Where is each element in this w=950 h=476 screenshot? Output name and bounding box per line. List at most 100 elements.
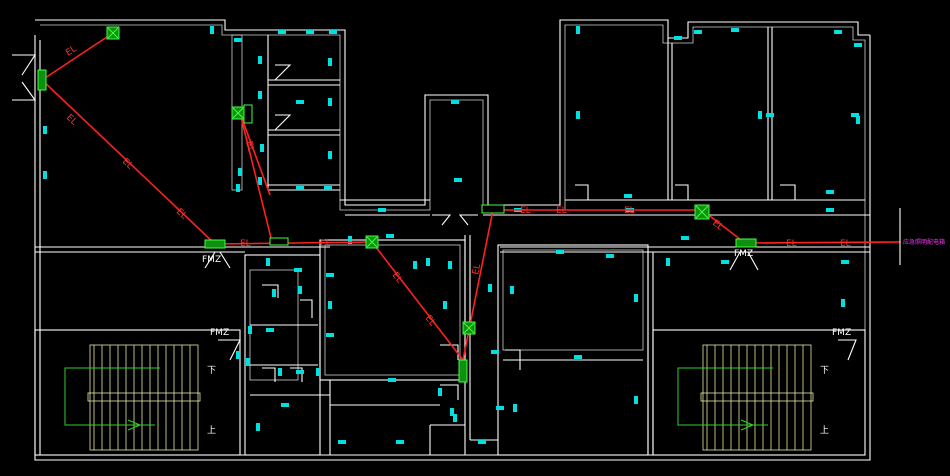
fluorescent-fixture-icon (258, 91, 262, 99)
fluorescent-fixture-icon (488, 284, 492, 292)
fluorescent-fixture-icon (43, 126, 47, 134)
fluorescent-fixture-icon (624, 194, 632, 198)
stair-down-label-right: 下 (820, 366, 829, 376)
circuit-tag: EL (786, 239, 797, 249)
fluorescent-fixture-icon (246, 358, 250, 366)
fluorescent-fixture-icon (634, 294, 638, 302)
exterior-walls (34, 19, 871, 461)
fluorescent-fixture-icon (451, 100, 459, 104)
fluorescent-fixture-icon (450, 408, 454, 416)
circuit-tag: EL (240, 239, 251, 249)
fluorescent-fixture-icon (296, 186, 304, 190)
emergency-exit-sign-icon (269, 237, 289, 246)
fluorescent-fixture-icon (328, 98, 332, 106)
stair-up-label-left: 上 (207, 425, 216, 436)
fluorescent-fixture-icon (378, 208, 386, 212)
fluorescent-fixture-icon (328, 301, 332, 309)
fluorescent-fixture-icon (634, 396, 638, 404)
fluorescent-fixture-icon (278, 368, 282, 376)
fluorescent-fixture-icon (443, 301, 447, 309)
fluorescent-fixture-icon (666, 258, 670, 266)
emergency-exit-sign-icon (481, 204, 505, 214)
fluorescent-fixture-icon (43, 171, 47, 179)
fluorescent-fixture-icon (326, 333, 334, 337)
emergency-light-icon (231, 106, 245, 120)
emergency-exit-sign-icon (204, 239, 226, 249)
circuit-tag: EL (624, 206, 635, 216)
circuit-tag: EL (840, 239, 851, 249)
door-labels: FMZ FMZ FMZ FMZ (202, 249, 851, 338)
fluorescent-fixture-icon (496, 406, 504, 410)
circuit-tag: EL (390, 271, 404, 286)
circuit-tag: EL (174, 207, 189, 222)
fluorescent-fixture-icon (328, 151, 332, 159)
fluorescent-fixture-icon (576, 26, 580, 34)
circuit-tag: EL (520, 206, 531, 216)
fluorescent-fixture-icon (478, 440, 486, 444)
fluorescent-fixture-icon (266, 328, 274, 332)
fluorescent-fixture-icon (258, 177, 262, 185)
fluorescent-fixture-icon (841, 260, 849, 264)
emergency-light-icon (694, 204, 710, 220)
circuit-tag: EL (243, 140, 255, 153)
fluorescent-fixture-icon (438, 388, 442, 396)
fluorescent-fixture-icon (298, 286, 302, 294)
fire-door-label: FMZ (202, 255, 221, 265)
fluorescent-fixture-icon (851, 113, 859, 117)
fluorescent-fixture-icon (328, 58, 332, 66)
fluorescent-fixture-icon (576, 111, 580, 119)
fluorescent-fixture-icon (854, 43, 862, 47)
fluorescent-fixture-icon (453, 414, 457, 422)
fluorescent-fixture-icon (236, 184, 240, 192)
circuit-tag: EL (120, 157, 135, 172)
fluorescent-fixture-icon (256, 423, 260, 431)
terminal-label: 应急照明配电箱 (903, 238, 945, 246)
fluorescent-fixture-icon (694, 30, 702, 34)
fluorescent-fixture-icon (238, 168, 242, 176)
fluorescent-fixture-icon (316, 368, 320, 376)
emergency-exit-sign-icon (37, 69, 47, 91)
fluorescent-fixture-icon (236, 351, 240, 359)
fluorescent-fixture-icon (454, 178, 462, 182)
fluorescent-fixture-icon (491, 350, 499, 354)
fluorescent-fixture-icon (324, 186, 332, 190)
fluorescent-fixture-icon (856, 116, 860, 124)
fluorescent-fixture-icon (396, 440, 404, 444)
fire-door-label: FMZ (832, 328, 851, 338)
circuit-tag: EL (556, 206, 567, 216)
fluorescent-fixture-icon (681, 236, 689, 240)
fluorescent-fixture-icon (556, 250, 564, 254)
fluorescent-fixture-icon (278, 30, 286, 34)
fluorescent-fixture-icon (834, 30, 842, 34)
emergency-light-icon (462, 321, 476, 335)
circuit-tags: EL EL EL EL EL EL EL EL EL EL EL EL EL E… (64, 44, 851, 328)
emergency-exit-sign-icon (735, 238, 757, 248)
stair-left: 下 上 (64, 344, 216, 451)
fluorescent-fixture-icon (260, 144, 264, 152)
fluorescent-fixture-icon (348, 236, 352, 244)
fluorescent-fixture-icon (841, 299, 845, 307)
fluorescent-fixture-icon (210, 26, 214, 34)
fluorescent-fixture-icon (306, 30, 314, 34)
circuit-tag: EL (64, 113, 79, 128)
circuit-tag: EL (710, 218, 725, 232)
fluorescent-fixture-icon (766, 113, 774, 117)
fluorescent-fixture-icon (413, 261, 417, 269)
stair-down-label-left: 下 (207, 366, 216, 376)
fluorescent-fixture-icon (281, 403, 289, 407)
doors (12, 54, 857, 400)
fluorescent-fixture-icon (294, 268, 302, 272)
fluorescent-fixture-icon (329, 30, 337, 34)
fluorescent-fixture-icon (448, 261, 452, 269)
fluorescent-fixture-icon (731, 28, 739, 32)
fluorescent-fixture-icon (272, 289, 276, 297)
emergency-exit-sign-icon (458, 359, 468, 383)
fluorescent-fixture-icon (574, 355, 582, 359)
fluorescent-fixture-icon (258, 56, 262, 64)
fluorescent-fixture-icon (296, 370, 304, 374)
fire-door-label: FMZ (210, 328, 229, 338)
circuit-tag: EL (64, 44, 78, 58)
emergency-light-icon (365, 235, 379, 249)
circuit-tag: EL (423, 314, 437, 329)
